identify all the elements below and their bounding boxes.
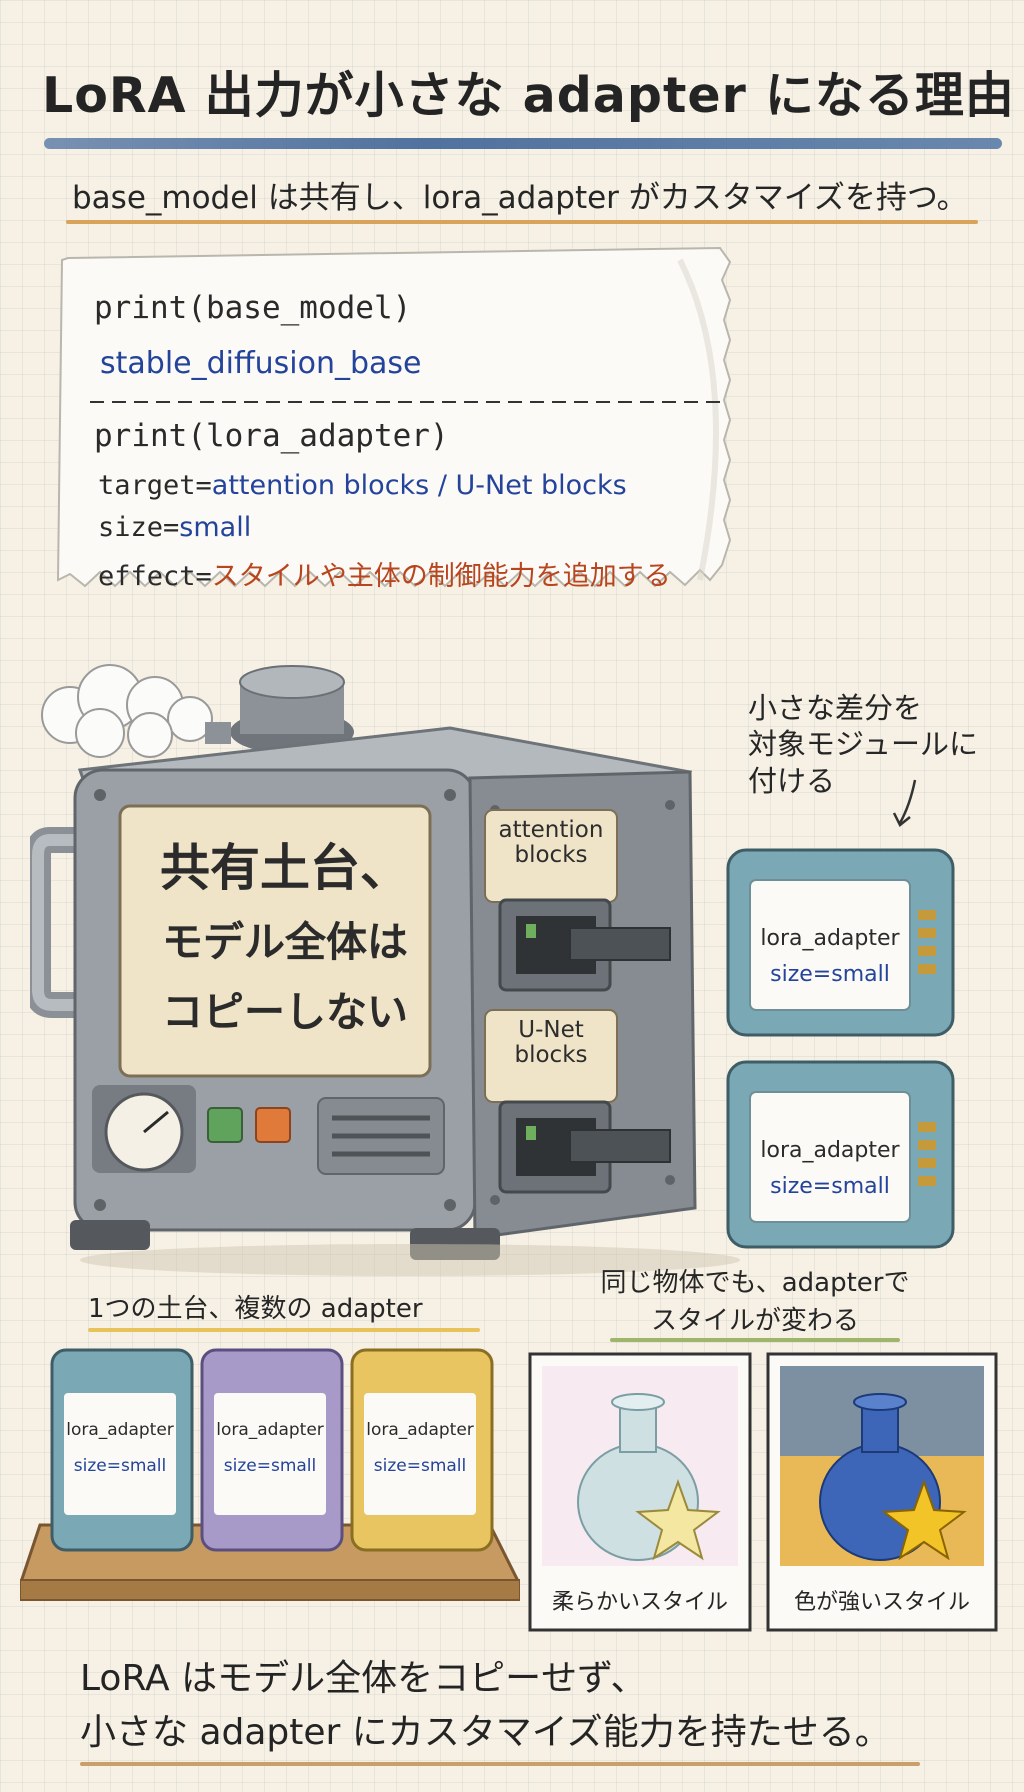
steam-cloud-icon [41,664,213,758]
code-paper [56,246,732,588]
subtitle: base_model は共有し、lora_adapter がカスタマイズを持つ。 [72,180,968,216]
code-line-print-adapter: print(lora_adapter) [94,418,449,454]
multi-adapter-caption: 1つの土台、複数の adapter [88,1294,423,1324]
adapter-teal [50,1348,194,1552]
subtitle-underline [66,220,978,224]
code-effect-key: effect= [98,561,212,592]
title-underline [44,138,1002,149]
tag-attention: attention blocks [498,817,604,869]
code-target-value: attention blocks / U-Net blocks [211,470,627,501]
adapter-unet [726,1060,955,1249]
code-effect-value: スタイルや主体の制御能力を追加する [211,561,671,592]
tray-adapter-1-size: size=small [73,1456,167,1476]
footer-summary: LoRA はモデル全体をコピーせず、 小さな adapter にカスタマイズ能力… [80,1652,891,1760]
tray-adapter-3-name: lora_adapter [366,1420,474,1440]
adapter-tray [20,1348,520,1601]
tray-adapter-2-name: lora_adapter [216,1420,324,1440]
strong-style-label: 色が強いスタイル [793,1590,970,1615]
code-target-key: target= [98,470,212,501]
soft-style-frame [528,1352,752,1632]
soft-style-label: 柔らかいスタイル [551,1590,728,1615]
footer-line-2: 小さな adapter にカスタマイズ能力を持たせる。 [80,1712,891,1753]
tray-adapter-3-size: size=small [373,1456,467,1476]
style-caption-line-1: 同じ物体でも、adapterで [600,1268,910,1298]
pipe-icon [30,827,90,1018]
note-arrow-icon [892,779,917,827]
adapter-1-name: lora_adapter [760,926,900,951]
panel-line-3: コピーしない [162,988,408,1036]
strong-style-frame [766,1352,998,1632]
tray-adapter-1-name: lora_adapter [66,1420,174,1440]
style-caption-underline [610,1338,900,1342]
star-soft-icon [635,1479,721,1561]
code-target-row: target=attention blocks / U-Net blocks [98,470,627,501]
note-small-diff: 小さな差分を 対象モジュールに 付ける [748,691,978,798]
tag-unet: U-Net blocks [514,1017,588,1069]
adapter-purple [200,1348,344,1552]
style-frames [528,1352,998,1632]
style-caption-line-2: スタイルが変わる [650,1306,859,1336]
page-title: LoRA 出力が小さな adapter になる理由 [42,67,1015,124]
code-effect-row: effect=スタイルや主体の制御能力を追加する [98,554,671,593]
adapter-2-size: size=small [770,1174,890,1199]
code-size-value: small [179,512,252,543]
code-line-print-base: print(base_model) [94,290,412,326]
adapter-1-size: size=small [770,962,890,987]
green-light-icon [207,1107,243,1143]
code-size-key: size= [98,512,180,543]
attached-adapters [726,848,955,1249]
shared-base-machine [30,665,740,1276]
multi-caption-underline [88,1328,480,1332]
code-size-row: size=small [98,512,251,543]
footer-line-1: LoRA はモデル全体をコピーせず、 [80,1658,647,1699]
orange-light-icon [255,1107,291,1143]
tray-adapter-2-size: size=small [223,1456,317,1476]
code-base-value: stable_diffusion_base [100,346,422,381]
star-strong-icon [881,1479,967,1561]
panel-line-1: 共有土台、 [160,839,410,897]
panel-line-2: モデル全体は [162,918,408,966]
adapter-2-name: lora_adapter [760,1138,900,1163]
adapter-yellow [350,1348,494,1552]
adapter-attention [726,848,955,1037]
footer-underline [80,1762,920,1766]
